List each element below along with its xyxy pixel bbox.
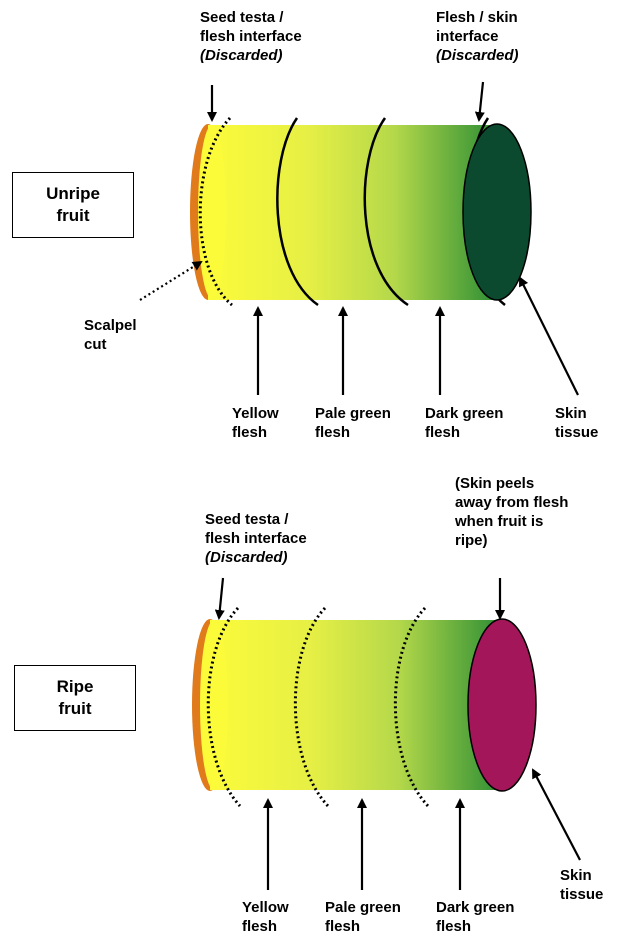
ripe-seed-discarded: (Discarded) [205, 548, 307, 567]
ripe-fruit-cylinder [192, 608, 536, 806]
unripe-flesh-body [208, 125, 495, 300]
ripe-skin-tissue-arrow [533, 770, 580, 860]
ripe-peel-line2: away from flesh [455, 493, 568, 512]
unripe-scalpel-arrow [140, 262, 201, 300]
unripe-yellow-label: Yellow flesh [232, 404, 279, 442]
unripe-skin-tissue-arrow [520, 278, 578, 395]
unripe-skin-int-line2: interface [436, 27, 519, 46]
ripe-yellow-label: Yellow flesh [242, 898, 289, 936]
ripe-skin-face [468, 619, 536, 791]
unripe-skin-arrow [479, 82, 483, 120]
unripe-yellow-line2: flesh [232, 423, 279, 442]
unripe-pale-line2: flesh [315, 423, 391, 442]
ripe-peel-line4: ripe) [455, 531, 568, 550]
unripe-left-face [198, 125, 226, 299]
unripe-fruit-box: Unripe fruit [12, 172, 134, 238]
unripe-pale-label: Pale green flesh [315, 404, 391, 442]
ripe-seed-arrow [219, 578, 223, 618]
unripe-yellow-line1: Yellow [232, 404, 279, 423]
unripe-scalpel-label: Scalpel cut [84, 316, 137, 354]
ripe-skin-label: Skin tissue [560, 866, 603, 904]
ripe-pale-label: Pale green flesh [325, 898, 401, 936]
unripe-scalpel-line1: Scalpel [84, 316, 137, 335]
ripe-seed-line1: Seed testa / [205, 510, 307, 529]
ripe-peel-line3: when fruit is [455, 512, 568, 531]
ripe-skin-line1: Skin [560, 866, 603, 885]
unripe-skin-line1: Skin [555, 404, 598, 423]
ripe-peel-note-label: (Skin peels away from flesh when fruit i… [455, 474, 568, 550]
ripe-box-line1: Ripe [57, 676, 94, 698]
unripe-seed-discarded: (Discarded) [200, 46, 302, 65]
unripe-box-line1: Unripe [46, 183, 100, 205]
unripe-dark-line1: Dark green [425, 404, 503, 423]
unripe-seed-line2: flesh interface [200, 27, 302, 46]
unripe-skin-line2: tissue [555, 423, 598, 442]
ripe-flesh-body [210, 620, 500, 790]
unripe-pale-line1: Pale green [315, 404, 391, 423]
ripe-seed-line2: flesh interface [205, 529, 307, 548]
unripe-skin-face [463, 124, 531, 300]
unripe-seed-line1: Seed testa / [200, 8, 302, 27]
ripe-peel-line1: (Skin peels [455, 474, 568, 493]
ripe-dark-label: Dark green flesh [436, 898, 514, 936]
unripe-skin-discarded: (Discarded) [436, 46, 519, 65]
ripe-dark-line1: Dark green [436, 898, 514, 917]
ripe-fruit-box: Ripe fruit [14, 665, 136, 731]
ripe-yellow-line2: flesh [242, 917, 289, 936]
ripe-skin-line2: tissue [560, 885, 603, 904]
ripe-dark-line2: flesh [436, 917, 514, 936]
ripe-pale-line2: flesh [325, 917, 401, 936]
ripe-pale-line1: Pale green [325, 898, 401, 917]
ripe-box-line2: fruit [57, 698, 94, 720]
unripe-box-line2: fruit [46, 205, 100, 227]
unripe-fruit-cylinder [190, 118, 531, 305]
unripe-skin-int-line1: Flesh / skin [436, 8, 519, 27]
unripe-dark-label: Dark green flesh [425, 404, 503, 442]
unripe-skin-label: Skin tissue [555, 404, 598, 442]
ripe-left-face [200, 620, 228, 790]
unripe-seed-interface-label: Seed testa / flesh interface (Discarded) [200, 8, 302, 65]
unripe-skin-interface-label: Flesh / skin interface (Discarded) [436, 8, 519, 65]
ripe-yellow-line1: Yellow [242, 898, 289, 917]
ripe-seed-interface-label: Seed testa / flesh interface (Discarded) [205, 510, 307, 567]
unripe-dark-line2: flesh [425, 423, 503, 442]
unripe-scalpel-line2: cut [84, 335, 137, 354]
